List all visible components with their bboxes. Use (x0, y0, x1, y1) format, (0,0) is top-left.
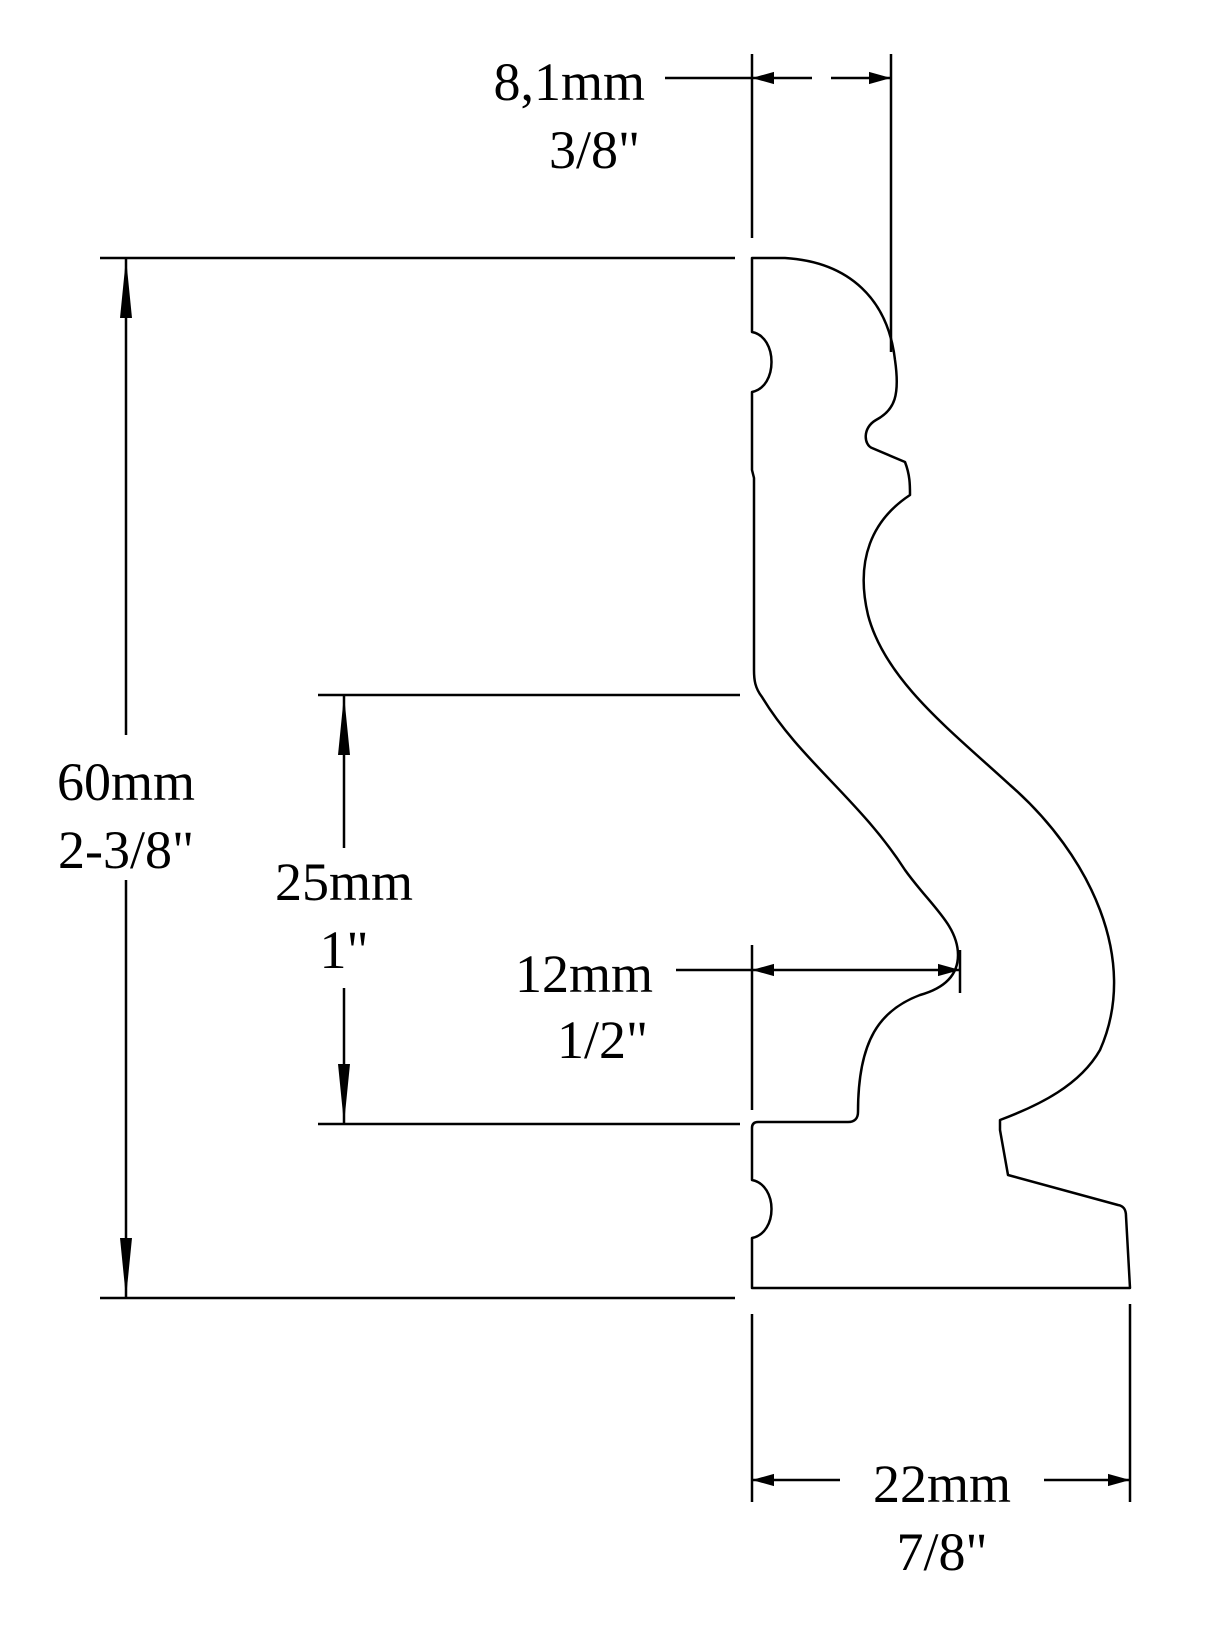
dimension-lines (120, 71, 1130, 1487)
total-depth-imperial-label: 7/8" (896, 1522, 987, 1582)
total-height-metric-label: 60mm (57, 752, 195, 812)
recess-depth-imperial-label: 1/2" (557, 1010, 648, 1070)
moulding-profile-outline (750, 256, 1132, 1290)
extension-lines (100, 54, 1132, 1502)
lower-height-imperial-label: 1" (319, 920, 368, 980)
recess-depth-metric-label: 12mm (515, 944, 653, 1004)
total-height-imperial-label: 2-3/8" (58, 820, 194, 880)
top-projection-metric-label: 8,1mm (493, 52, 645, 112)
top-projection-imperial-label: 3/8" (549, 120, 640, 180)
total-depth-metric-label: 22mm (873, 1454, 1011, 1514)
dimension-labels: 8,1mm 3/8" 60mm 2-3/8" 25mm 1" 12mm 1/2"… (57, 52, 1011, 1582)
lower-height-metric-label: 25mm (275, 852, 413, 912)
